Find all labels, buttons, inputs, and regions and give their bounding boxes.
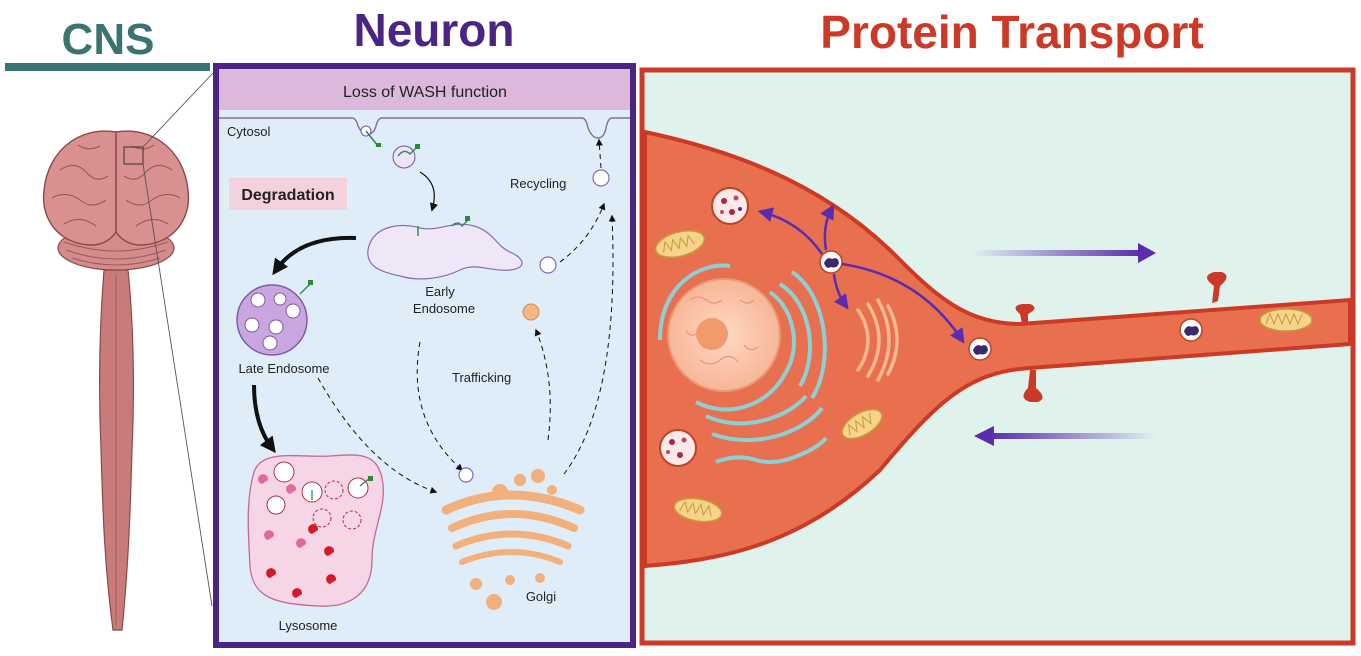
cargo-vesicle-3 bbox=[1179, 318, 1203, 342]
arrow-endosome-to-recycling bbox=[559, 202, 606, 263]
cell-body-lysosome-2 bbox=[659, 429, 697, 467]
early-endosome-cargo bbox=[465, 216, 470, 221]
arrow-golgi-to-vesicle bbox=[534, 328, 551, 441]
zoom-line-bottom bbox=[142, 163, 213, 607]
small-vesicle-right bbox=[539, 256, 557, 274]
arrow-late-endosome-to-golgi bbox=[317, 377, 438, 494]
nucleus bbox=[667, 278, 781, 392]
recycling-vesicle bbox=[592, 169, 610, 187]
early-endosome-label-2: Endosome bbox=[413, 301, 475, 316]
protein-transport-section: Protein Transport bbox=[639, 6, 1356, 646]
lysosome bbox=[247, 454, 384, 607]
mitochondrion-3 bbox=[673, 497, 723, 523]
degradation-label: Degradation bbox=[241, 187, 334, 204]
golgi-vesicle bbox=[522, 303, 540, 321]
cell-body-lysosome-1 bbox=[711, 187, 749, 225]
mitochondrion-4 bbox=[1259, 308, 1313, 332]
late-endosome bbox=[236, 280, 313, 356]
cns-title: CNS bbox=[62, 15, 155, 64]
arrow-to-early-endosome bbox=[419, 171, 438, 212]
endoplasmic-reticulum bbox=[658, 263, 828, 464]
golgi bbox=[441, 469, 585, 610]
mitochondrion-1 bbox=[654, 229, 706, 259]
spine-1 bbox=[1207, 272, 1227, 303]
arrow-recycling-up bbox=[595, 138, 603, 169]
arrow-to-late-endosome bbox=[272, 235, 357, 276]
late-endosome-label: Late Endosome bbox=[238, 361, 329, 376]
degradation-badge bbox=[229, 178, 347, 210]
neuron-title: Neuron bbox=[354, 4, 515, 56]
recycling-label: Recycling bbox=[510, 176, 566, 191]
lysosome-label: Lysosome bbox=[279, 618, 338, 633]
early-endosome-receptor bbox=[417, 219, 469, 236]
arrow-golgi-to-recycling bbox=[563, 214, 616, 475]
anterograde-arrow bbox=[972, 243, 1156, 263]
neuron-cell-body bbox=[643, 129, 1352, 569]
protein-transport-title: Protein Transport bbox=[820, 6, 1203, 58]
cytosol-label: Cytosol bbox=[227, 124, 270, 139]
wash-banner bbox=[219, 69, 630, 110]
vesicle-near-golgi bbox=[458, 467, 474, 483]
spine-2 bbox=[1015, 304, 1035, 324]
early-endosome-label: Early bbox=[425, 284, 455, 299]
mitochondrion-2 bbox=[841, 408, 883, 440]
cerebellum-folds bbox=[63, 241, 169, 266]
receptor-vesicle-top bbox=[360, 125, 420, 169]
zoom-box bbox=[123, 146, 144, 165]
arrow-to-lysosome bbox=[252, 384, 276, 454]
retrograde-arrow bbox=[974, 426, 1156, 446]
zoom-line-top bbox=[142, 71, 215, 148]
cargo-vesicle-2 bbox=[968, 337, 992, 361]
cns-section: CNS bbox=[5, 15, 215, 631]
cargo-vesicle-1 bbox=[819, 250, 843, 274]
neuron-section: Neuron Loss of WASH function Cytosol Deg… bbox=[213, 4, 636, 648]
brain bbox=[42, 130, 190, 246]
golgi-label: Golgi bbox=[526, 589, 556, 604]
early-endosome bbox=[367, 223, 523, 280]
trafficking-label: Trafficking bbox=[452, 370, 511, 385]
neuron-golgi bbox=[856, 298, 899, 382]
sorting-arrows bbox=[757, 204, 965, 344]
spine-3 bbox=[1023, 370, 1043, 402]
cns-underline bbox=[5, 63, 210, 71]
wash-banner-label: Loss of WASH function bbox=[343, 84, 507, 101]
plasma-membrane bbox=[219, 117, 630, 139]
